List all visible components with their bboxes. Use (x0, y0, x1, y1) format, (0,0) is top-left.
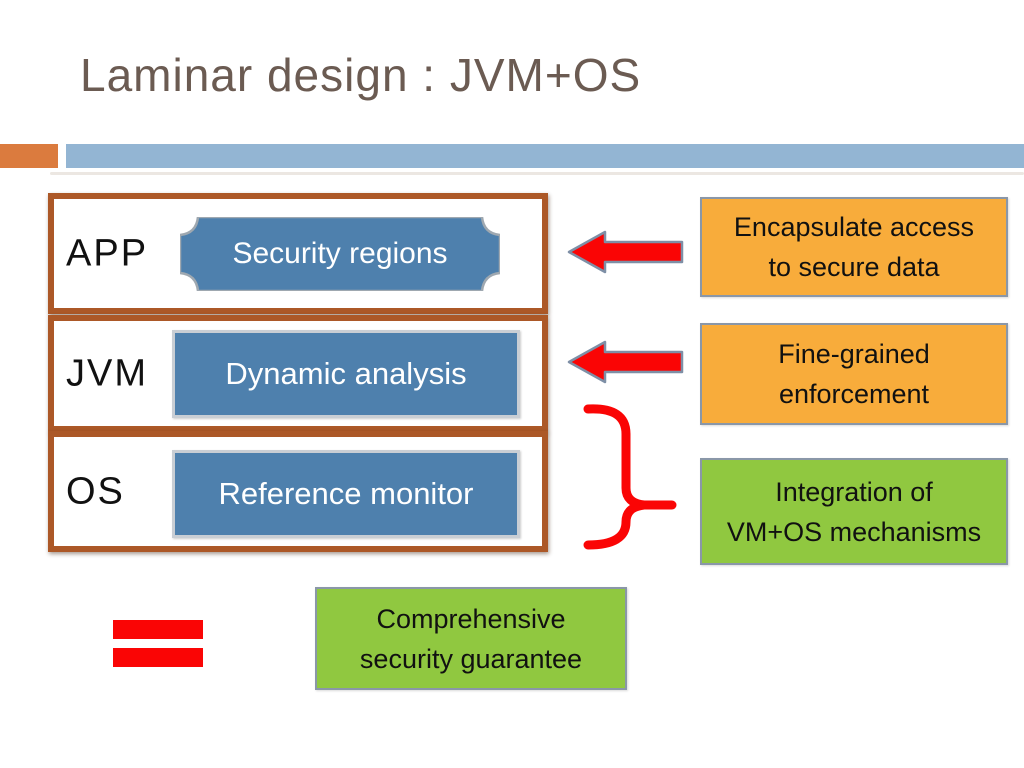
layer-label-os: OS (66, 470, 125, 512)
callout-line: enforcement (778, 379, 930, 409)
layer-label-app: APP (66, 232, 149, 274)
layer-row-app: APP Security regions (48, 193, 548, 314)
red-left-arrow-icon (567, 230, 684, 274)
reference-monitor-label: Reference monitor (218, 476, 474, 511)
callout-line: VM+OS mechanisms (726, 516, 982, 547)
reference-monitor-box: Reference monitor (172, 450, 520, 538)
callout-encapsulate-access: Encapsulate access to secure data (700, 197, 1008, 297)
accent-bar-shadow (50, 172, 1024, 175)
red-curly-brace-icon (583, 404, 677, 550)
callout-line: to secure data (768, 252, 940, 282)
callout-line: Encapsulate access (733, 212, 975, 242)
callout-integration: Integration of VM+OS mechanisms (700, 458, 1008, 565)
callout-comprehensive-guarantee: Comprehensive security guarantee (315, 587, 627, 690)
callout-line: Comprehensive (376, 603, 566, 634)
layer-label-jvm: JVM (66, 352, 148, 394)
callout-line: security guarantee (359, 643, 583, 674)
plaque-shape-icon (180, 217, 500, 291)
security-regions-plaque: Security regions (180, 217, 500, 291)
layer-row-os: OS Reference monitor (48, 431, 548, 552)
plaque-label: Security regions (232, 237, 448, 270)
page-title: Laminar design : JVM+OS (80, 49, 642, 101)
callout-line: Fine-grained (778, 339, 930, 369)
callout-fine-grained: Fine-grained enforcement (700, 323, 1008, 425)
red-left-arrow-icon (567, 340, 684, 384)
callout-line: Integration of (775, 476, 933, 507)
equals-sign-icon (113, 620, 203, 639)
layer-row-jvm: JVM Dynamic analysis (48, 315, 548, 432)
equals-sign-icon (113, 648, 203, 667)
dynamic-analysis-box: Dynamic analysis (172, 330, 520, 418)
dynamic-analysis-label: Dynamic analysis (225, 356, 467, 391)
accent-bar-orange (0, 144, 58, 168)
accent-bar-blue (66, 144, 1024, 168)
